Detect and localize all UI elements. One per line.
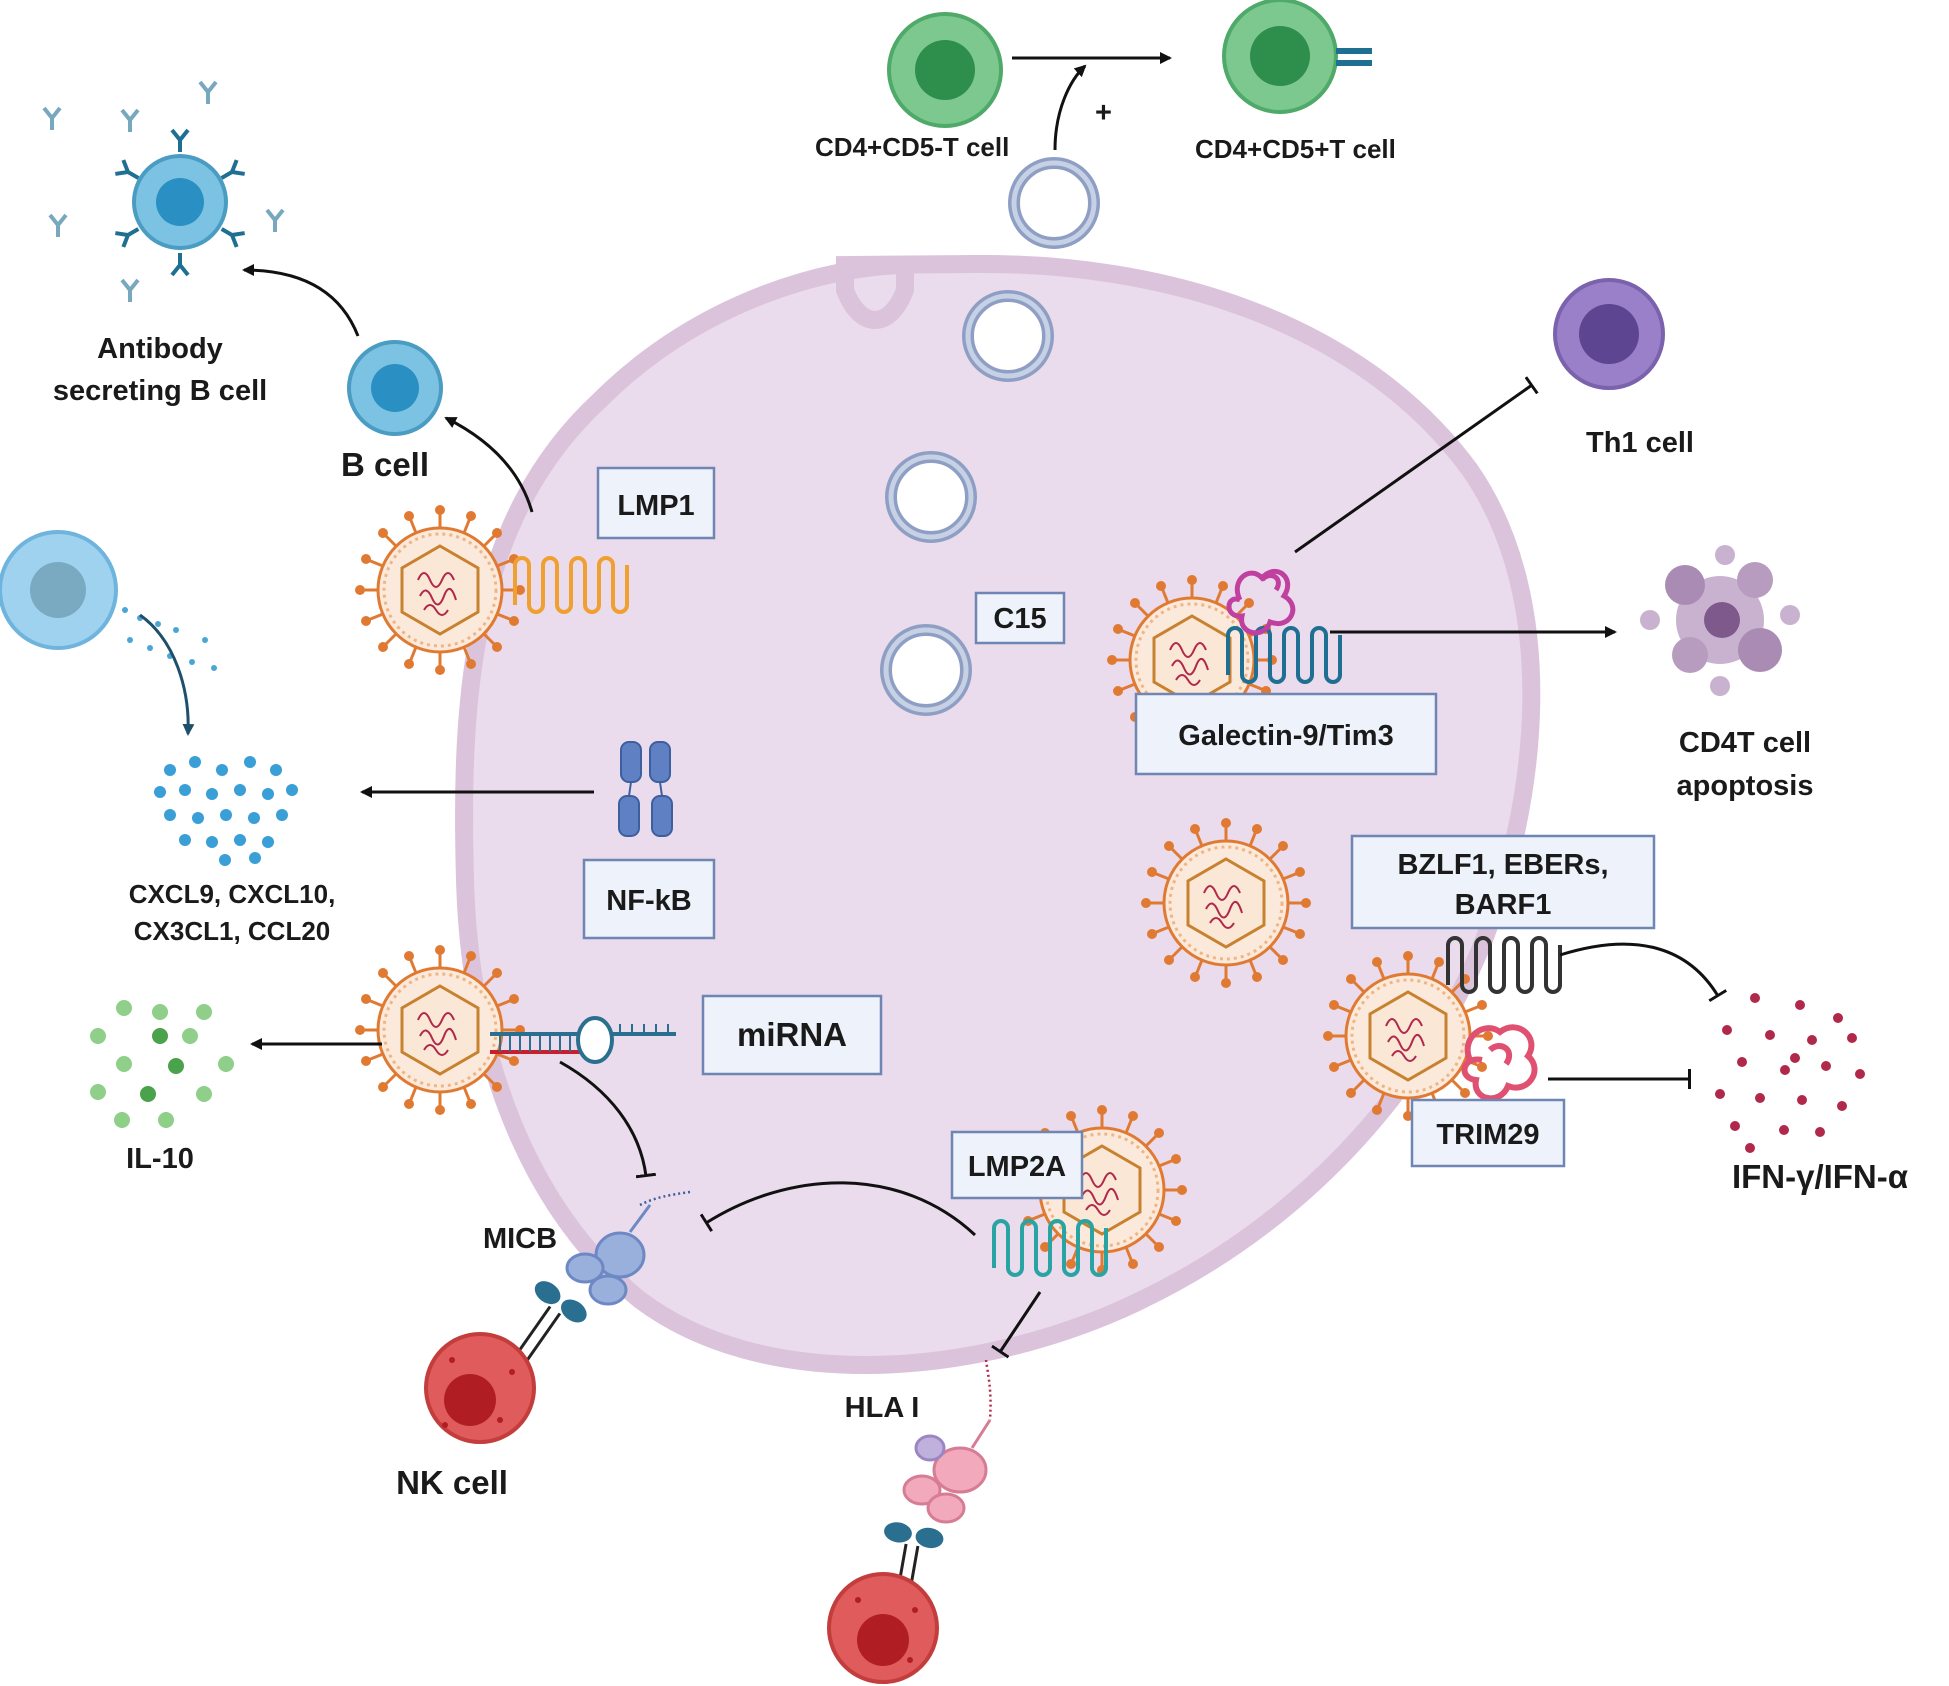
il10-label: IL-10 xyxy=(126,1143,194,1175)
bzlf1-label-line2: BARF1 xyxy=(1455,889,1552,921)
exosome-budding xyxy=(968,296,1048,376)
b-cell xyxy=(347,340,443,436)
lmp2a-box xyxy=(950,1130,1084,1200)
nfkb-label: NF-kB xyxy=(606,885,691,917)
c15-label: C15 xyxy=(993,603,1046,635)
th1-cell xyxy=(1553,278,1665,390)
cd4-cd5-pos-label: CD4+CD5+T cell xyxy=(1195,134,1396,164)
lmp2a-inhibits-hla xyxy=(991,1291,1042,1359)
ebv-virion-lmp1 xyxy=(353,503,527,677)
micb-molecule xyxy=(565,1190,691,1306)
galectin-label: Galectin-9/Tim3 xyxy=(1178,720,1393,752)
hla-molecule xyxy=(902,1359,992,1524)
th1-cell-label: Th1 cell xyxy=(1586,427,1694,459)
apoptosis-label-line2: apoptosis xyxy=(1677,770,1814,802)
galectin-box xyxy=(1134,692,1438,776)
cd4-cd5-pos-t-cell xyxy=(1222,0,1372,114)
mirna-hairpin xyxy=(490,1016,676,1064)
exosome-released xyxy=(1014,163,1094,243)
mirna-label: miRNA xyxy=(737,1016,847,1053)
secreting-cell xyxy=(0,530,118,650)
chemokines-label-line2: CX3CL1, CCL20 xyxy=(134,916,331,946)
mirna-box xyxy=(701,994,883,1076)
antibody-secreting-b-cell xyxy=(113,128,247,277)
antibody-label-line2: secreting B cell xyxy=(53,375,267,407)
apoptotic-cd4t-cell xyxy=(1640,545,1800,696)
lmp2a-label: LMP2A xyxy=(968,1151,1066,1183)
antibody-label-line1: Antibody xyxy=(97,333,223,365)
galectin-inhibits-th1 xyxy=(1294,376,1539,554)
chemokines-label-line1: CXCL9, CXCL10, xyxy=(129,879,336,909)
il10-cytokines xyxy=(90,1000,234,1128)
lmp1-to-b-cell-arrow xyxy=(444,416,534,513)
exosome-inner-1 xyxy=(891,457,971,537)
plus-sign: + xyxy=(1095,97,1112,129)
ebv-virion-mirna xyxy=(353,943,527,1117)
exosome-inner-2 xyxy=(886,630,966,710)
cytotoxic-cell xyxy=(827,1572,939,1684)
trim29-label: TRIM29 xyxy=(1436,1119,1539,1151)
mirna-inhibits-micb xyxy=(559,1060,657,1179)
b-cell-label: B cell xyxy=(341,446,429,483)
cd4-cd5-neg-t-cell xyxy=(887,12,1003,128)
cd4-cd5-neg-label: CD4+CD5-T cell xyxy=(815,132,1009,162)
ifn-cytokines xyxy=(1715,993,1865,1153)
c15-box xyxy=(974,591,1066,645)
nfkb-dimer xyxy=(618,741,673,837)
nfkb-box xyxy=(582,858,716,940)
micb-label: MICB xyxy=(483,1223,557,1255)
trim29-box xyxy=(1410,1098,1566,1168)
chemokine-cluster xyxy=(154,756,298,866)
bzlf1-label-line1: BZLF1, EBERs, xyxy=(1397,849,1608,881)
nk-cell-label: NK cell xyxy=(396,1464,508,1501)
trim29-protein xyxy=(1461,1024,1538,1102)
ebv-virion-lytic xyxy=(1139,816,1313,990)
secretion-dots xyxy=(122,607,217,671)
host-cell-membrane xyxy=(455,254,1541,1374)
nk-cell xyxy=(424,1332,536,1444)
ifn-label: IFN-γ/IFN-α xyxy=(1732,1158,1908,1195)
lmp1-box xyxy=(596,466,716,540)
apoptosis-label-line1: CD4T cell xyxy=(1679,727,1811,759)
galectin-9-protein xyxy=(1226,569,1296,636)
secretion-arrow xyxy=(139,613,195,736)
bzlf1-box xyxy=(1350,834,1656,930)
b-cell-to-antibody-arrow xyxy=(242,264,360,337)
lmp2a-inhibits-micb xyxy=(699,1181,977,1237)
lmp1-label: LMP1 xyxy=(617,490,694,522)
hla-label: HLA I xyxy=(845,1392,920,1424)
bzlf1-inhibits-ifn xyxy=(1559,942,1728,1003)
exosome-to-t-cell-arrow xyxy=(1053,64,1087,151)
ebv-virion-bzlf1 xyxy=(1321,949,1495,1123)
